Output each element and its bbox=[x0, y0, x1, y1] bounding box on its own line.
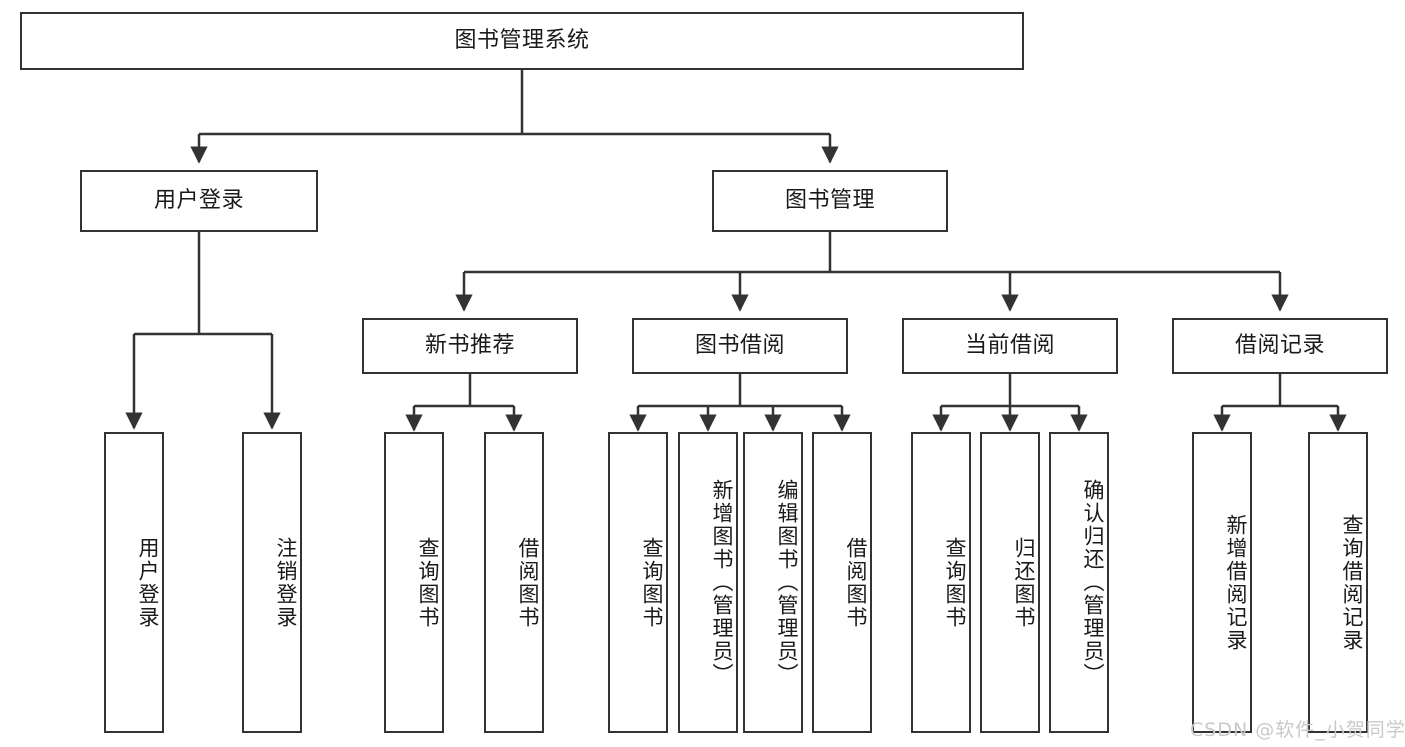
leaf-label: 用户登录 bbox=[136, 536, 160, 629]
leaf-label: 查询图书 bbox=[640, 536, 664, 629]
leaf-borrow-books-new-book[interactable]: 借阅图书 bbox=[484, 432, 544, 733]
leaf-query-books-new-book[interactable]: 查询图书 bbox=[384, 432, 444, 733]
node-book-borrowing[interactable]: 图书借阅 bbox=[632, 318, 848, 374]
node-current-borrowing[interactable]: 当前借阅 bbox=[902, 318, 1118, 374]
leaf-borrow-books-borrowing[interactable]: 借阅图书 bbox=[812, 432, 872, 733]
leaf-label: 新增借阅记录 bbox=[1224, 513, 1248, 652]
node-borrowing-record[interactable]: 借阅记录 bbox=[1172, 318, 1388, 374]
leaf-user-login[interactable]: 用户登录 bbox=[104, 432, 164, 733]
leaf-label: 注销登录 bbox=[274, 536, 298, 629]
leaf-label: 查询借阅记录 bbox=[1340, 513, 1364, 652]
leaf-query-borrowing-record[interactable]: 查询借阅记录 bbox=[1308, 432, 1368, 733]
leaf-confirm-return-admin[interactable]: 确认归还（管理员） bbox=[1049, 432, 1109, 733]
leaf-label: 新增图书（管理员） bbox=[710, 479, 734, 686]
leaf-logout-login[interactable]: 注销登录 bbox=[242, 432, 302, 733]
node-new-book-recommendation[interactable]: 新书推荐 bbox=[362, 318, 578, 374]
leaf-label: 编辑图书（管理员） bbox=[775, 479, 799, 686]
leaf-query-books-borrowing[interactable]: 查询图书 bbox=[608, 432, 668, 733]
leaf-add-borrowing-record[interactable]: 新增借阅记录 bbox=[1192, 432, 1252, 733]
leaf-label: 确认归还（管理员） bbox=[1081, 479, 1105, 686]
leaf-edit-book-admin[interactable]: 编辑图书（管理员） bbox=[743, 432, 803, 733]
leaf-query-books-current[interactable]: 查询图书 bbox=[911, 432, 971, 733]
leaf-add-book-admin[interactable]: 新增图书（管理员） bbox=[678, 432, 738, 733]
leaf-label: 借阅图书 bbox=[516, 536, 540, 629]
leaf-return-books[interactable]: 归还图书 bbox=[980, 432, 1040, 733]
node-book-management[interactable]: 图书管理 bbox=[712, 170, 948, 232]
leaf-label: 借阅图书 bbox=[844, 536, 868, 629]
node-user-login[interactable]: 用户登录 bbox=[80, 170, 318, 232]
leaf-label: 查询图书 bbox=[943, 536, 967, 629]
leaf-label: 查询图书 bbox=[416, 536, 440, 629]
node-root-book-management-system[interactable]: 图书管理系统 bbox=[20, 12, 1024, 70]
leaf-label: 归还图书 bbox=[1012, 536, 1036, 629]
watermark-csdn: CSDN @软件_小贺同学 bbox=[1190, 719, 1405, 741]
